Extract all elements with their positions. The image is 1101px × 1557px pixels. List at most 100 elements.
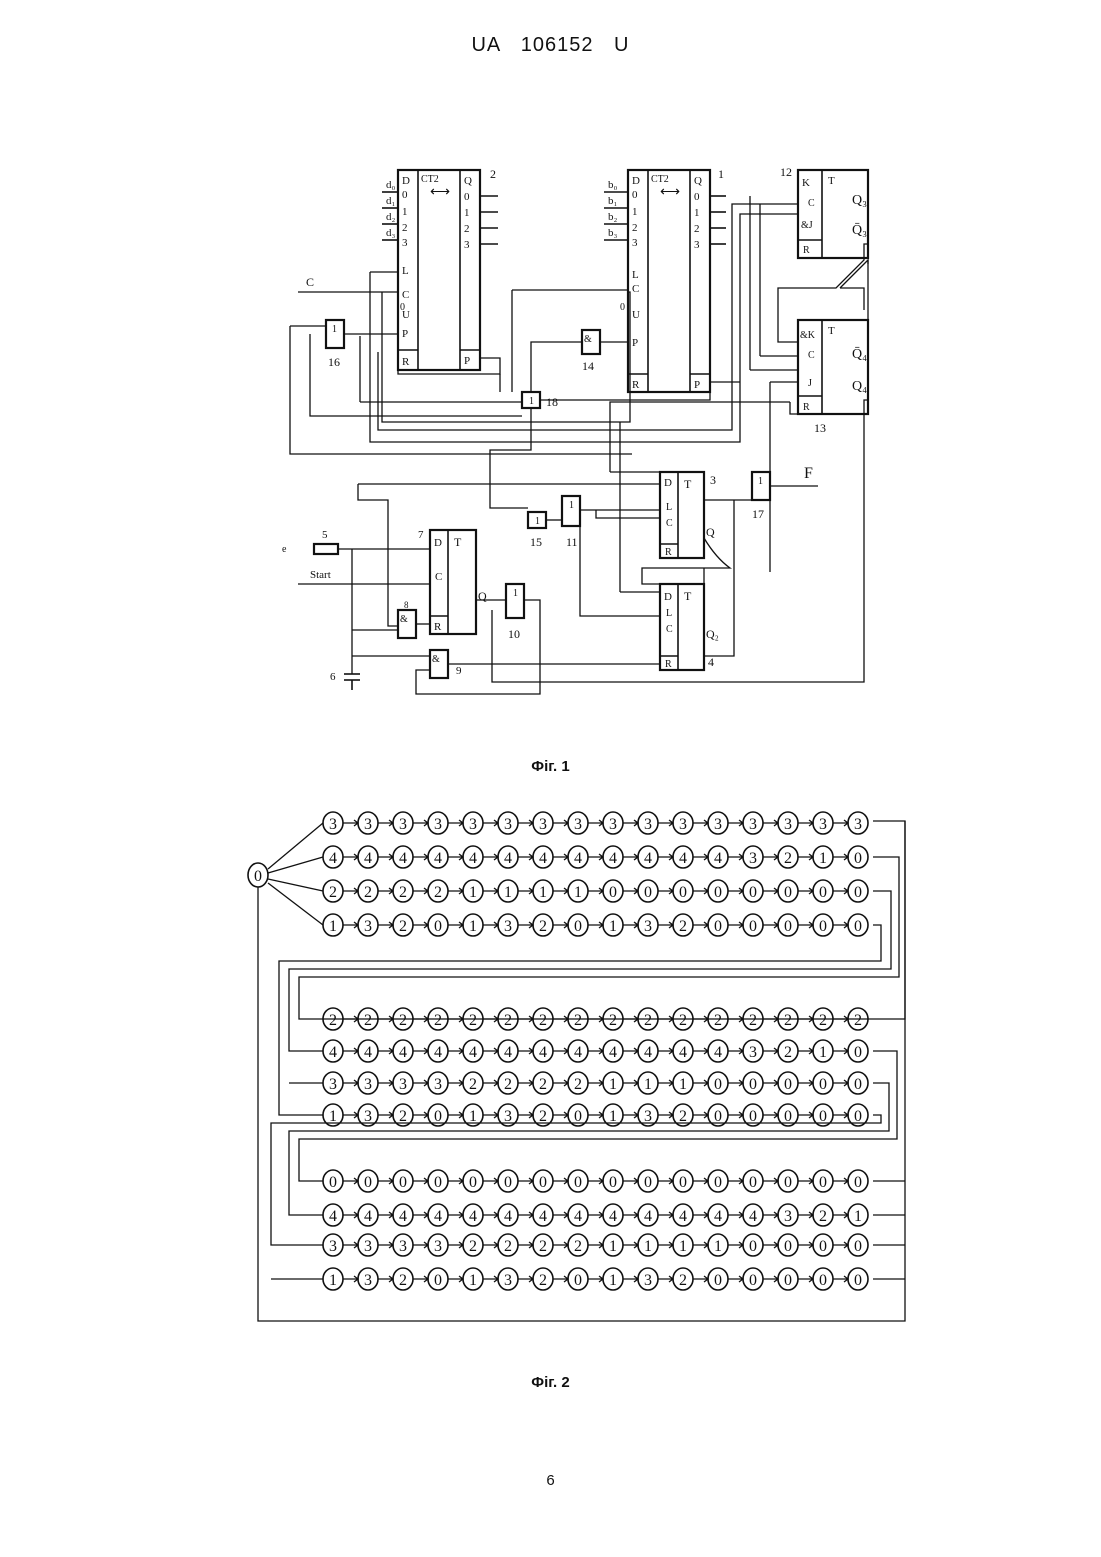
transition-arrow: [518, 1242, 533, 1248]
transition-arrow: [483, 820, 498, 826]
counter-1-pin-u: U: [632, 309, 640, 321]
state-value: 2: [714, 1012, 722, 1029]
transition-arrow: [728, 1178, 743, 1184]
transition-arrow: [763, 1212, 778, 1218]
state-value: 4: [469, 1044, 477, 1061]
transition-arrow: [483, 888, 498, 894]
state-value: 3: [329, 1076, 337, 1093]
counter-2-pin-d: D: [402, 175, 410, 187]
transition-arrow: [518, 1276, 533, 1282]
transition-arrow: [658, 854, 673, 860]
transition-arrow: [833, 1016, 848, 1022]
state-value: 4: [574, 1044, 582, 1061]
state-value: 0: [784, 1238, 792, 1255]
transition-arrow: [833, 1080, 848, 1086]
transition-arrow: [553, 1080, 568, 1086]
state-value: 3: [364, 1272, 372, 1289]
state-value: 3: [819, 816, 827, 833]
state-value: 3: [434, 816, 442, 833]
ff12-type: T: [828, 175, 835, 187]
state-value: 3: [364, 1238, 372, 1255]
state-value: 1: [609, 1076, 617, 1093]
counter-2-pin-c: C: [402, 289, 409, 301]
counter-2-pin-r: R: [402, 356, 410, 368]
transition-arrow: [413, 1016, 428, 1022]
input-d0: d₀: [386, 179, 396, 191]
transition-arrow: [763, 1048, 778, 1054]
state-value: 0: [749, 1238, 757, 1255]
transition-arrow: [553, 1276, 568, 1282]
counter-1-pin-0: 0: [632, 189, 638, 201]
counter-2-ref: 2: [490, 167, 496, 181]
transition-arrow: [693, 922, 708, 928]
state-value: 2: [679, 1012, 687, 1029]
transition-arrow: [763, 854, 778, 860]
ff13-out-q4: Q₄: [852, 379, 867, 394]
state-value: 1: [329, 918, 337, 935]
state-value: 0: [469, 1174, 477, 1191]
state-value: 2: [784, 850, 792, 867]
state-value: 0: [364, 1174, 372, 1191]
gate-11-symbol: 1: [569, 500, 574, 511]
gate-14-ref: 14: [582, 359, 594, 373]
transition-arrow: [553, 922, 568, 928]
transition-arrow: [448, 1016, 463, 1022]
state-value: 2: [469, 1076, 477, 1093]
transition-arrow: [378, 1178, 393, 1184]
state-value: 0: [854, 1108, 862, 1125]
transition-arrow: [833, 1112, 848, 1118]
state-value: 2: [434, 884, 442, 901]
transition-arrow: [833, 1048, 848, 1054]
counter-1-pin-p: P: [632, 337, 638, 349]
transition-arrow: [413, 1112, 428, 1118]
state-value: 3: [644, 1272, 652, 1289]
input-b2: b₂: [608, 211, 618, 223]
state-value: 2: [399, 1012, 407, 1029]
gate-8-symbol: &: [400, 614, 408, 625]
state-value: 0: [819, 884, 827, 901]
transition-arrow: [448, 1242, 463, 1248]
gate-9-symbol: &: [432, 654, 440, 665]
transition-arrow: [728, 1276, 743, 1282]
counter-1-out-0: 0: [694, 191, 700, 203]
state-value: 1: [679, 1076, 687, 1093]
transition-arrow: [623, 922, 638, 928]
zero-label-ct2: 0: [400, 302, 405, 313]
ff4-ref: 4: [708, 655, 714, 669]
counter-1-pin-r: R: [632, 379, 640, 391]
state-value: 1: [714, 1238, 722, 1255]
state-value: 0: [854, 1238, 862, 1255]
state-value: 2: [539, 1108, 547, 1125]
counter-1-pin-1: 1: [632, 206, 638, 218]
state-value: 1: [469, 918, 477, 935]
transition-arrow: [798, 820, 813, 826]
transition-arrow: [518, 888, 533, 894]
state-value: 2: [539, 1012, 547, 1029]
transition-arrow: [728, 1048, 743, 1054]
counter-2-out-q: Q: [464, 175, 472, 187]
transition-arrow: [658, 1276, 673, 1282]
transition-arrow: [693, 1212, 708, 1218]
transition-arrow: [483, 1016, 498, 1022]
transition-arrow: [378, 922, 393, 928]
state-value: 2: [469, 1238, 477, 1255]
state-value: 2: [539, 918, 547, 935]
state-value: 0: [784, 1076, 792, 1093]
transition-arrow: [693, 1276, 708, 1282]
state-value: 2: [819, 1208, 827, 1225]
state-value: 3: [679, 816, 687, 833]
state-value: 2: [364, 1012, 372, 1029]
transition-arrow: [798, 1276, 813, 1282]
transition-arrow: [833, 1212, 848, 1218]
counter-1-out-q: Q: [694, 175, 702, 187]
state-value: 0: [784, 1272, 792, 1289]
counter-2-ct-label: CT2: [421, 174, 439, 185]
gate-10-symbol: 1: [513, 588, 518, 599]
input-b1: b₁: [608, 195, 618, 207]
state-value: 0: [714, 1174, 722, 1191]
state-value: 2: [399, 1108, 407, 1125]
transition-arrow: [588, 1048, 603, 1054]
state-value: 3: [644, 1108, 652, 1125]
transition-arrow: [798, 888, 813, 894]
gate-11: 1 11: [562, 496, 580, 549]
